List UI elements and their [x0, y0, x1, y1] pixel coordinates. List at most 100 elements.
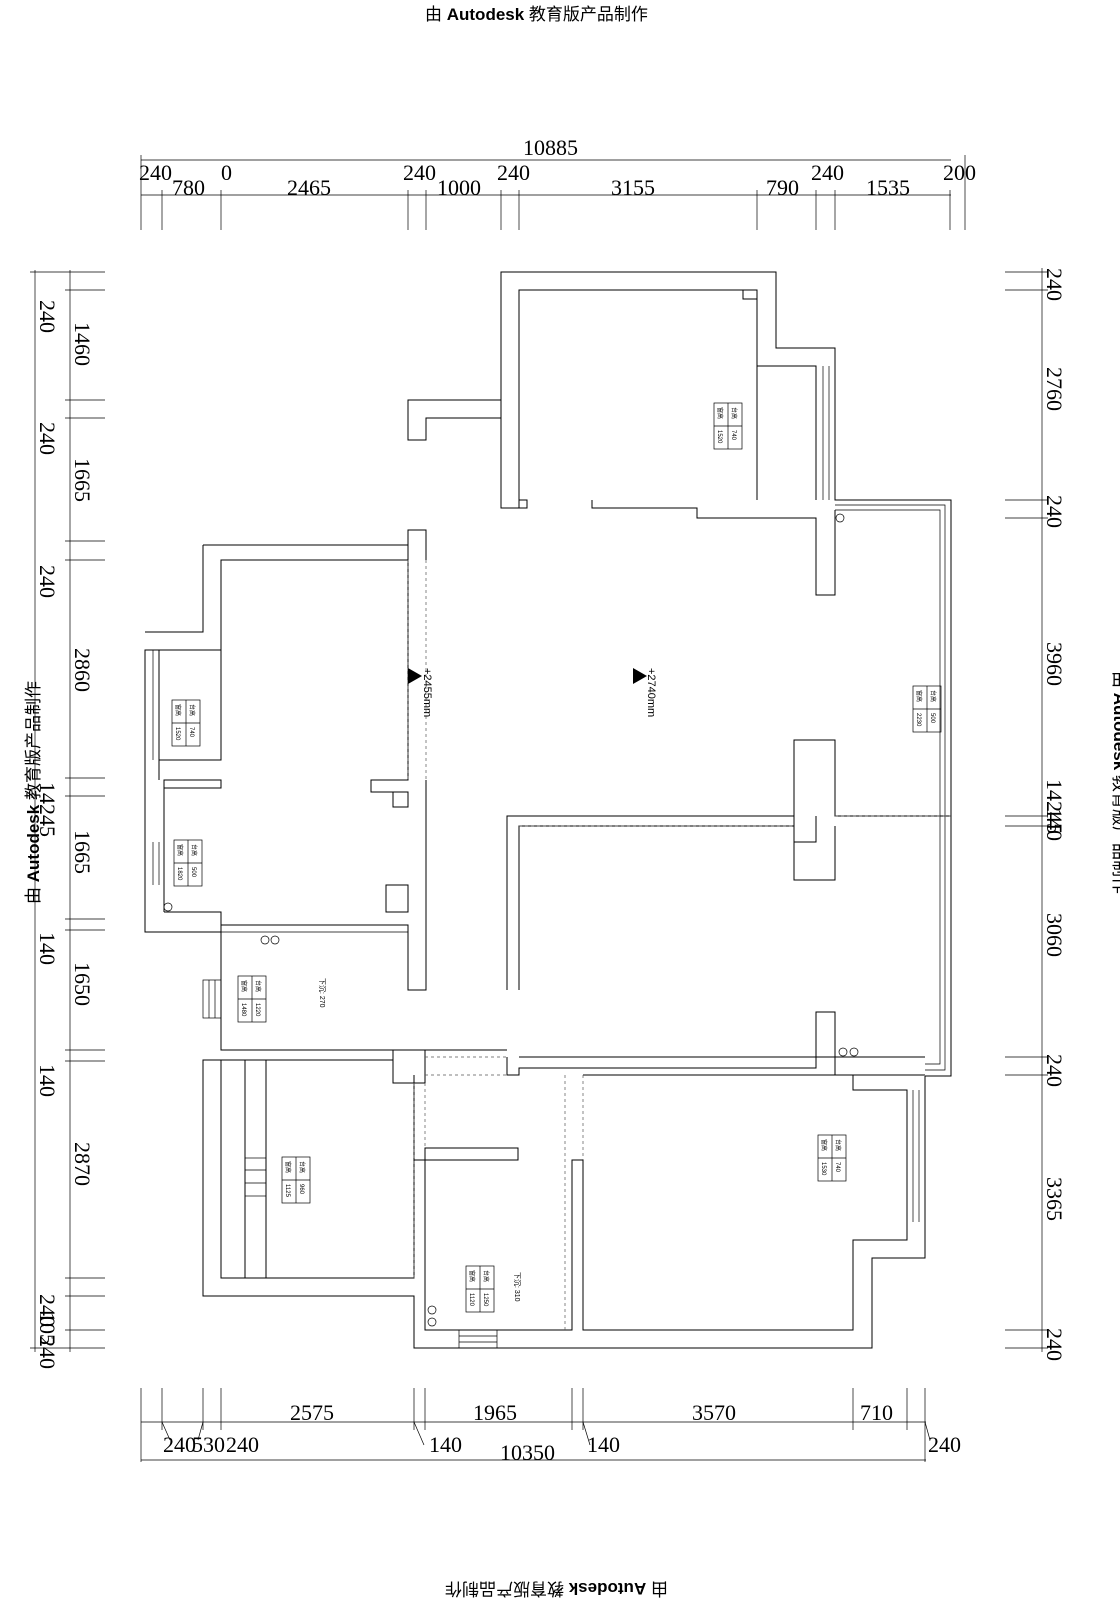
svg-text:1520: 1520	[716, 430, 722, 444]
dim-left-inner-6: 105	[35, 1312, 60, 1345]
dim-bottom-total: 10350	[500, 1440, 555, 1465]
svg-text:1520: 1520	[174, 727, 180, 741]
pipes	[163, 513, 859, 1327]
svg-text:1480: 1480	[240, 1003, 246, 1017]
left-dimensions: 240 1460 240 1665 240 2860 14245 1665 14…	[30, 270, 105, 1369]
dim-bottom-8: 140	[587, 1432, 620, 1457]
svg-text:1220: 1220	[254, 1003, 260, 1017]
svg-text:窗高: 窗高	[820, 1139, 828, 1151]
dim-right-8: 240	[1042, 1328, 1067, 1361]
dim-right-4: 140	[1042, 808, 1067, 841]
svg-text:500: 500	[929, 713, 935, 724]
svg-text:台高: 台高	[482, 1270, 490, 1282]
svg-text:740: 740	[730, 430, 736, 441]
dim-right-0: 240	[1042, 268, 1067, 301]
dim-left-inner-3: 1665	[70, 830, 95, 874]
sunken-notes: 下沉: 270 下沉: 310	[318, 978, 521, 1302]
dashed-openings	[407, 560, 951, 1330]
dim-left-inner-2: 2860	[70, 648, 95, 692]
dim-right-total: 14245	[1042, 779, 1067, 834]
svg-text:窗高: 窗高	[174, 704, 182, 716]
svg-text:台高: 台高	[254, 980, 262, 992]
window-tag-5: 窗高 台高 1125 960	[281, 1156, 311, 1204]
dim-right-7: 3365	[1042, 1177, 1067, 1221]
svg-text:740: 740	[834, 1162, 840, 1173]
walls	[144, 271, 952, 1349]
window-tag-3: 窗高 台高 1480 1220	[237, 975, 267, 1023]
dim-right-3: 3960	[1042, 642, 1067, 686]
svg-text:1530: 1530	[820, 1162, 826, 1176]
dim-top-2: 0	[221, 160, 232, 185]
bottom-dimensions: 2575 1965 3570 710 240 530 240 140 10350…	[140, 1388, 961, 1465]
svg-text:窗高: 窗高	[284, 1161, 292, 1173]
window-tags: 窗高 台高 1520 740 窗高 台高 1520 740 窗高 台高 1820…	[171, 402, 942, 1313]
dim-bottom-3: 710	[860, 1400, 893, 1425]
level-label-1: +2455mm	[421, 668, 433, 717]
level-marker-2	[633, 668, 647, 684]
svg-text:窗高: 窗高	[915, 690, 923, 702]
dim-top-6: 240	[497, 160, 530, 185]
dim-left-inner-5: 2870	[70, 1142, 95, 1186]
dim-bottom-6: 240	[226, 1432, 259, 1457]
dim-right-2: 240	[1042, 495, 1067, 528]
window-tag-2: 窗高 台高 1820 500	[173, 839, 203, 887]
svg-text:960: 960	[298, 1184, 304, 1195]
dim-top-0: 240	[139, 160, 172, 185]
window-tag-1: 窗高 台高 1520 740	[171, 699, 201, 747]
dim-left-outer-1: 240	[35, 422, 60, 455]
window-tag-0: 窗高 台高 1520 740	[713, 402, 743, 450]
dim-left-inner-0: 1460	[70, 322, 95, 366]
level-marker-1	[408, 668, 422, 684]
right-dimensions: 240 2760 240 3960 14245 140 3060 240 336…	[1005, 268, 1067, 1361]
svg-text:台高: 台高	[188, 704, 196, 716]
dim-left-outer-4: 140	[35, 1064, 60, 1097]
dim-left-outer-3: 140	[35, 932, 60, 965]
dim-top-11: 200	[943, 160, 976, 185]
svg-text:740: 740	[188, 727, 194, 738]
dim-top-10: 1535	[866, 175, 910, 200]
dim-right-1: 2760	[1042, 367, 1067, 411]
svg-text:窗高: 窗高	[716, 407, 724, 419]
dim-left-total: 14245	[35, 782, 60, 837]
svg-text:500: 500	[190, 867, 196, 878]
svg-text:台高: 台高	[834, 1139, 842, 1151]
sunken-note-bath: 下沉: 310	[513, 1272, 521, 1302]
watermark-top: 由 Autodesk 教育版产品制作	[425, 5, 648, 24]
dim-bottom-1: 1965	[473, 1400, 517, 1425]
dim-top-9: 240	[811, 160, 844, 185]
dim-top-total: 10885	[523, 135, 578, 160]
dim-left-outer-6: 240	[35, 1336, 60, 1369]
dim-right-6: 240	[1042, 1054, 1067, 1087]
top-dimensions: 10885 240 780 0 2465 240 1000 240 3155 7…	[139, 135, 976, 230]
window-tag-6: 窗高 台高 1530 740	[817, 1134, 847, 1182]
svg-text:1250: 1250	[482, 1293, 488, 1307]
svg-text:台高: 台高	[929, 690, 937, 702]
dim-top-7: 3155	[611, 175, 655, 200]
svg-text:窗高: 窗高	[176, 844, 184, 856]
dim-top-8: 790	[766, 175, 799, 200]
dim-bottom-7: 140	[429, 1432, 462, 1457]
sunken-note-laundry: 下沉: 270	[318, 978, 326, 1008]
svg-text:1125: 1125	[284, 1184, 290, 1198]
dim-top-3: 2465	[287, 175, 331, 200]
dim-right-5: 3060	[1042, 913, 1067, 957]
dim-top-1: 780	[172, 175, 205, 200]
dim-left-inner-1: 1665	[70, 458, 95, 502]
dim-top-4: 240	[403, 160, 436, 185]
dim-left-outer-5: 240	[35, 1294, 60, 1327]
dim-bottom-5: 530	[192, 1432, 225, 1457]
elevation-markers: +2455mm +2740mm	[408, 668, 657, 717]
svg-text:台高: 台高	[298, 1161, 306, 1173]
dim-top-5: 1000	[437, 175, 481, 200]
dim-left-outer-0: 240	[35, 300, 60, 333]
window-tag-4: 窗高 台高 2230 500	[912, 685, 942, 733]
svg-text:窗高: 窗高	[240, 980, 248, 992]
window-tag-7: 窗高 台高 1120 1250	[465, 1265, 495, 1313]
dim-bottom-9: 240	[928, 1432, 961, 1457]
svg-text:1120: 1120	[468, 1293, 474, 1307]
svg-text:2230: 2230	[915, 713, 921, 727]
level-label-2: +2740mm	[645, 668, 657, 717]
svg-text:1820: 1820	[176, 867, 182, 881]
dim-bottom-0: 2575	[290, 1400, 334, 1425]
